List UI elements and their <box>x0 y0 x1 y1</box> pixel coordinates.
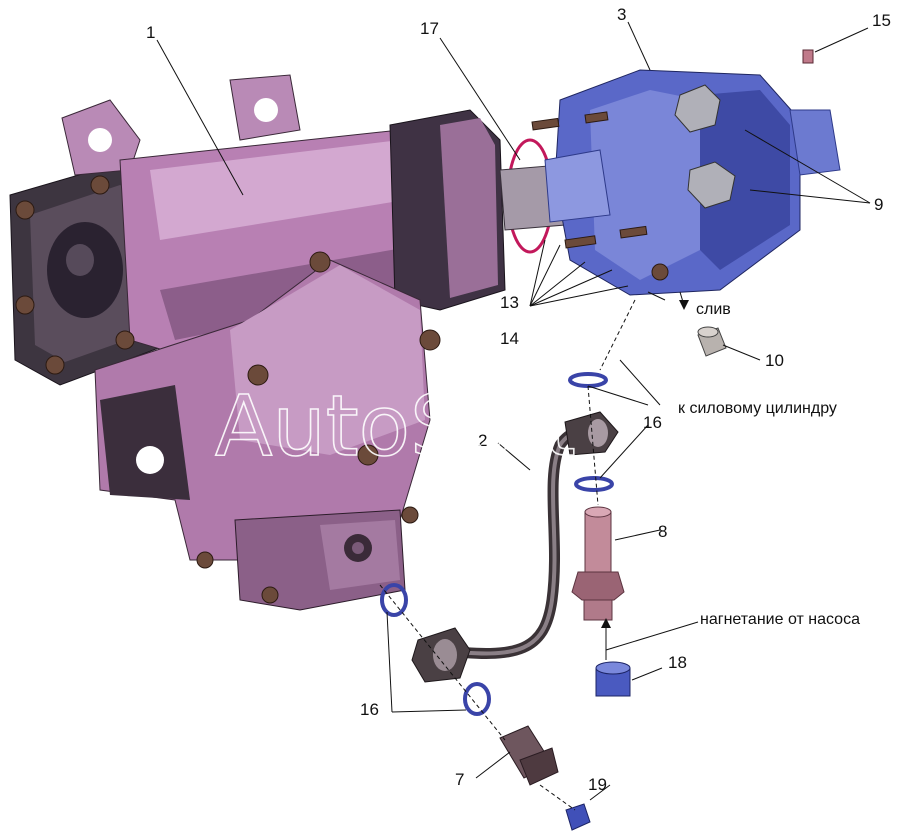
flow-labels: слив к силовому цилиндру нагнетание от н… <box>678 301 860 628</box>
callout-3: 3 <box>617 5 626 24</box>
assembly-axes <box>379 299 636 811</box>
callout-14: 14 <box>500 329 519 348</box>
plug-10 <box>697 326 727 357</box>
callout-8: 8 <box>658 522 667 541</box>
control-valve-body <box>531 69 841 296</box>
housing-bolts <box>15 175 441 604</box>
to-cylinder-label: к силовому цилиндру <box>678 400 837 417</box>
union-fitting-8 <box>571 506 625 621</box>
hex-plug-lower <box>687 161 736 209</box>
drain-label: слив <box>696 301 731 318</box>
callout-19: 19 <box>588 775 607 794</box>
watermark: AutoSoft <box>215 377 576 475</box>
callout-numbers: 1 17 3 15 9 13 14 10 16 2 8 18 16 7 19 <box>146 5 891 794</box>
cap-18 <box>595 661 631 697</box>
callout-17: 17 <box>420 19 439 38</box>
callout-13: 13 <box>500 293 519 312</box>
callout-1: 1 <box>146 23 155 42</box>
callout-16-upper: 16 <box>643 413 662 432</box>
callout-15: 15 <box>872 11 891 30</box>
callout-16-lower: 16 <box>360 700 379 719</box>
callout-10: 10 <box>765 351 784 370</box>
callout-9: 9 <box>874 195 883 214</box>
banjo-bolt-7 <box>499 725 559 786</box>
pipe-2 <box>411 411 619 683</box>
hex-plug-upper <box>674 84 721 133</box>
plug-15 <box>802 49 814 64</box>
callout-18: 18 <box>668 653 687 672</box>
steering-gear-housing <box>9 74 506 611</box>
callout-2: 2 <box>478 431 487 450</box>
drain-arrow <box>679 291 689 310</box>
leader-lines <box>156 21 871 801</box>
cap-19 <box>565 803 591 831</box>
from-pump-label: нагнетание от насоса <box>700 611 860 628</box>
callout-7: 7 <box>455 770 464 789</box>
